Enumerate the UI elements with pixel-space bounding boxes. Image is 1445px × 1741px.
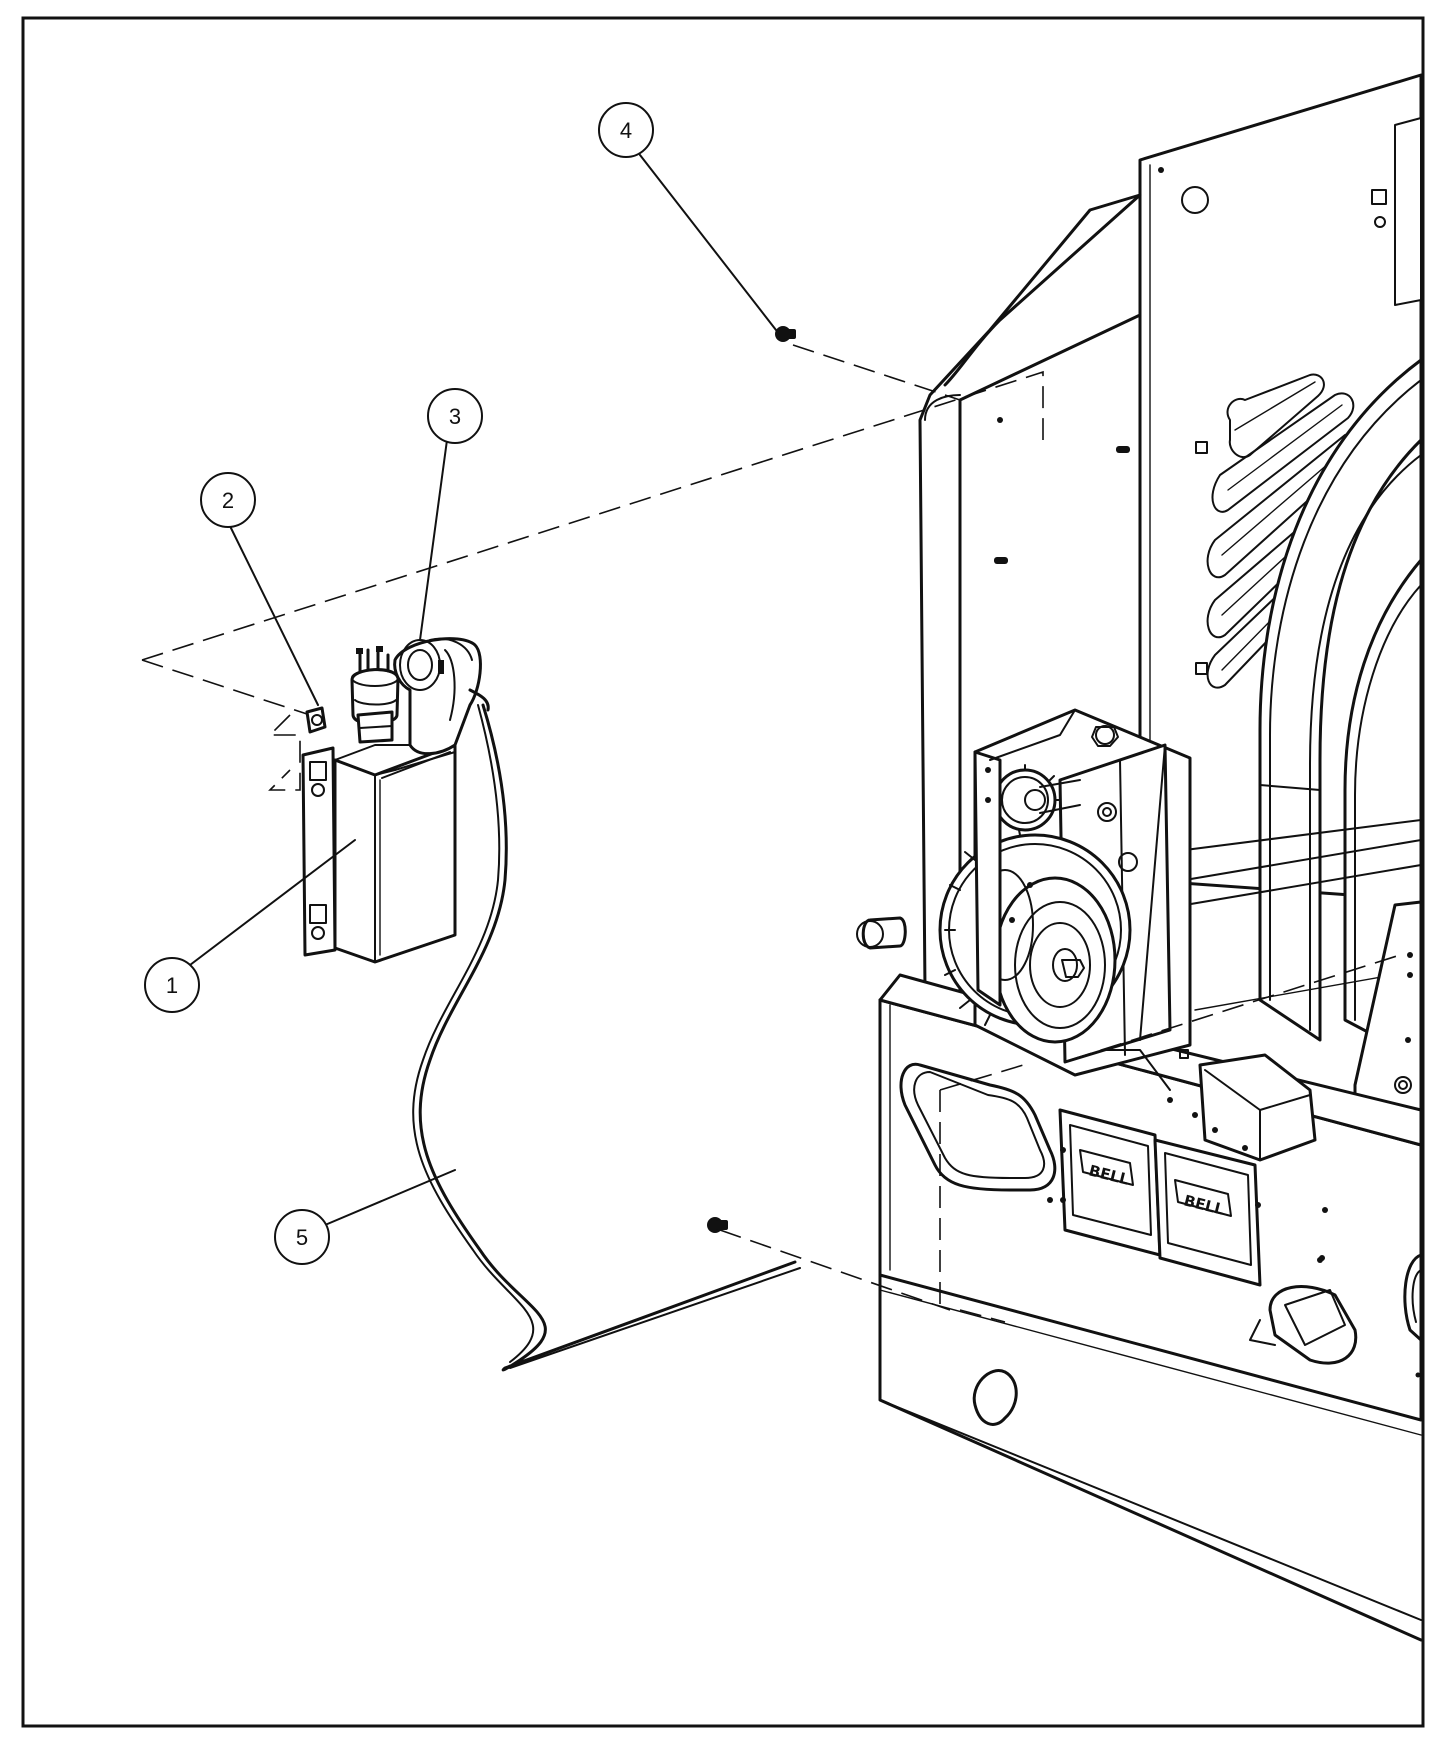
callout-4: 4 [598,102,654,158]
leader-line-1 [189,839,356,966]
motor-housing [1198,1053,1317,1162]
leader-line-2 [227,521,319,706]
page-border [21,16,1425,1728]
callout-3-label: 3 [449,404,461,429]
receptacle-plate-left: BELL [1058,1108,1162,1257]
power-plug [350,637,490,756]
leader-line-3 [419,439,448,641]
callout-5: 5 [274,1209,330,1265]
leader-line-4 [639,154,777,331]
callout-2-label: 2 [222,488,234,513]
fastener-nut [305,706,327,734]
callout-1-label: 1 [166,973,178,998]
screw-top [775,326,796,342]
mount-bracket-box [301,743,457,964]
gear-assembly [856,708,1192,1091]
callout-5-label: 5 [296,1225,308,1250]
callout-3: 3 [427,388,483,444]
power-cord [418,703,797,1372]
callout-1: 1 [144,957,200,1013]
screw-bottom [707,1217,728,1233]
receptacle-plate-right: BELL [1153,1138,1262,1287]
callout-2: 2 [200,472,256,528]
callout-4-label: 4 [620,118,632,143]
leader-line-5 [324,1169,456,1226]
